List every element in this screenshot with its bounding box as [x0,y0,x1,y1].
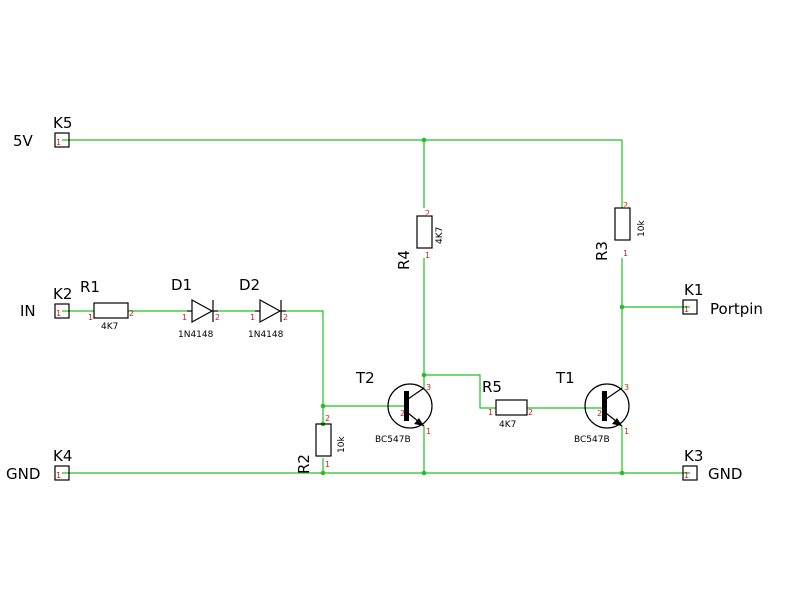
resistor-body [495,399,528,416]
pin-number: 1 [56,138,61,147]
diode-arrow-icon [191,298,214,324]
pin-number: 2 [528,408,533,417]
resistor-body [93,302,129,319]
pin-number: 1 [56,309,61,318]
connector-pad [54,303,70,319]
net-label: Portpin [710,300,763,318]
wires [62,139,690,474]
diode-arrow-icon [259,298,282,324]
diode-value: 1N4148 [178,330,214,340]
diode-value: 1N4148 [248,330,284,340]
connector-k5[interactable]: K5 5V 1 [13,114,72,150]
pin-number: 2 [400,409,405,418]
resistor-r5[interactable]: R5 4K7 1 2 [482,378,533,430]
connector-k1[interactable]: K1 Portpin 1 [682,281,763,318]
net-label: GND [6,465,40,483]
junction-dot [421,470,427,476]
resistor-ref: R2 [295,454,313,474]
pin-number: 1 [425,251,430,260]
connector-pad [54,132,70,148]
transistor-value: BC547B [375,435,411,445]
connector-ref: K2 [53,285,72,303]
connector-ref: K3 [684,447,703,465]
pin-number: 1 [624,427,629,436]
pin-number: 2 [597,409,602,418]
pin-number: 1 [325,460,330,469]
pin-number: 3 [624,383,629,392]
transistor-ref: T1 [555,369,575,387]
pin-number: 2 [425,209,430,218]
pin-number: 2 [215,313,220,322]
pin-number: 2 [623,201,628,210]
junction-dot [421,372,427,378]
transistor-collector [407,387,425,400]
net-label: GND [708,465,742,483]
connector-pad [54,465,70,481]
resistor-r3[interactable]: R3 10k 2 1 [593,201,647,261]
pin-number: 1 [250,313,255,322]
resistor-ref: R4 [395,250,413,270]
pin-number: 1 [684,471,689,480]
connector-ref: K5 [53,114,72,132]
diode-d2[interactable]: D2 1N4148 1 2 [239,276,288,340]
connector-pad [682,465,698,481]
pin-number: 1 [56,471,61,480]
connector-ref: K1 [684,281,703,299]
connector-k4[interactable]: K4 GND 1 [6,447,72,483]
pin-number: 2 [325,414,330,423]
resistor-body [614,207,631,241]
junction-dot [320,470,326,476]
junction-dot [421,137,427,143]
junction-dot [619,470,625,476]
diode-ref: D1 [171,276,192,294]
junction-dot [320,403,326,409]
diode-ref: D2 [239,276,260,294]
diode-d1[interactable]: D1 1N4148 1 2 [171,276,220,340]
resistor-r4[interactable]: R4 4K7 2 1 [395,209,445,270]
resistor-value: 10k [337,436,347,453]
pin-number: 2 [129,309,134,318]
pin-number: 1 [623,249,628,258]
resistor-r1[interactable]: R1 4K7 1 2 [80,278,134,332]
transistor-body [387,383,433,429]
resistor-value: 10k [637,220,647,237]
transistor-base-bar [404,391,409,421]
transistor-base-bar [602,391,607,421]
pin-number: 1 [488,408,493,417]
pin-number: 3 [426,383,431,392]
resistor-body [416,215,433,249]
transistor-t2[interactable]: T2 BC547B 3 2 1 [355,369,433,445]
resistor-value: 4K7 [435,227,445,244]
pin-number: 1 [182,313,187,322]
transistor-collector [605,387,623,400]
connector-k3[interactable]: K3 GND 1 [682,447,742,483]
transistor-value: BC547B [574,435,610,445]
resistor-r2[interactable]: R2 10k 2 1 [295,414,347,474]
transistor-body [584,383,630,429]
pin-number: 1 [426,427,431,436]
resistor-ref: R1 [80,278,100,296]
emitter-arrow-icon [612,418,622,426]
junction-dot [619,304,625,310]
connector-pad [682,299,698,315]
emitter-arrow-icon [414,418,424,426]
pin-number: 2 [283,313,288,322]
pin-number: 1 [684,305,689,314]
net-label: IN [20,302,36,320]
junctions [320,137,625,476]
resistor-ref: R5 [482,378,502,396]
connector-ref: K4 [53,447,72,465]
wire-t2c-r5 [424,374,496,409]
transistor-t1[interactable]: T1 BC547B 3 2 1 [555,369,630,445]
resistor-body [315,423,332,457]
connector-k2[interactable]: K2 IN 1 [20,285,72,320]
resistor-value: 4K7 [499,420,516,430]
resistor-ref: R3 [593,241,611,261]
resistor-value: 4K7 [101,322,118,332]
pin-number: 1 [88,313,93,322]
net-label: 5V [13,132,34,150]
transistor-ref: T2 [355,369,375,387]
wire-d2-node [286,310,324,424]
